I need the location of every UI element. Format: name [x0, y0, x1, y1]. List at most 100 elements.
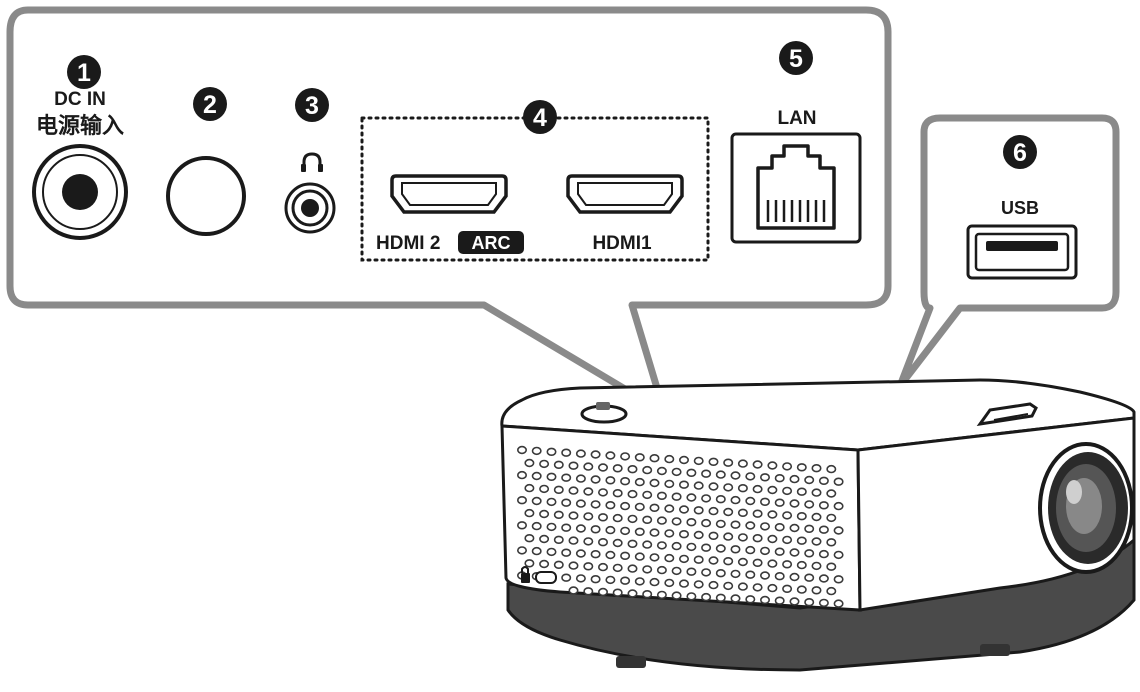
projector-top-button-knob — [596, 402, 610, 410]
vent-hole — [715, 593, 726, 602]
vent-hole — [553, 535, 564, 544]
vent-hole — [539, 534, 550, 544]
projector-foot-left — [616, 656, 646, 668]
vent-hole — [612, 588, 623, 597]
vent-hole — [649, 553, 660, 562]
dc-in-port-hole — [62, 174, 98, 210]
vent-hole — [796, 585, 807, 594]
dc-in-label: DC IN — [54, 89, 106, 110]
vent-hole — [774, 571, 785, 581]
projector-illustration — [500, 378, 1136, 672]
vent-hole — [627, 514, 638, 524]
vent-hole — [789, 572, 800, 582]
hdmi2-port-inner — [401, 182, 497, 206]
vent-hole — [774, 547, 785, 556]
vent-hole — [686, 468, 697, 477]
vent-hole — [708, 531, 719, 540]
usb-port-tongue — [986, 241, 1058, 251]
vent-hole — [575, 449, 586, 458]
vent-hole — [686, 567, 697, 576]
vent-hole — [634, 502, 645, 512]
hdmi2-port — [390, 174, 508, 214]
vent-hole — [737, 459, 748, 468]
vent-hole — [708, 580, 719, 590]
vent-hole — [642, 515, 653, 524]
vent-hole — [811, 586, 822, 595]
vent-hole — [737, 582, 748, 591]
headphone-jack-hole — [301, 199, 319, 217]
vent-hole — [767, 485, 778, 495]
vent-hole — [686, 493, 697, 502]
vent-hole — [737, 508, 748, 517]
vent-hole — [833, 550, 844, 560]
vent-hole — [656, 565, 667, 575]
vent-hole — [642, 490, 653, 500]
vent-hole — [715, 544, 726, 553]
vent-hole — [745, 521, 756, 530]
vent-hole — [664, 578, 675, 588]
vent-hole — [561, 573, 572, 582]
vent-hole — [539, 484, 550, 494]
vent-hole — [782, 535, 793, 545]
vent-hole — [605, 476, 616, 485]
vent-hole — [833, 526, 844, 535]
vent-hole — [634, 552, 645, 561]
vent-hole — [553, 460, 564, 469]
vent-hole — [782, 560, 793, 569]
vent-hole — [516, 496, 527, 505]
vent-hole — [708, 556, 719, 565]
vent-hole — [804, 549, 815, 558]
vent-hole — [782, 511, 793, 520]
vent-hole — [693, 481, 704, 490]
vent-hole — [516, 546, 527, 555]
vent-hole — [730, 520, 741, 529]
vent-hole — [656, 590, 667, 600]
vent-hole — [597, 488, 608, 497]
vent-hole — [715, 470, 726, 479]
vent-hole — [568, 561, 579, 570]
vent-hole — [752, 460, 763, 469]
vent-hole — [531, 471, 542, 481]
vent-hole — [752, 509, 763, 518]
vent-hole — [583, 537, 594, 546]
vent-hole — [605, 451, 616, 460]
vent-hole — [826, 489, 837, 498]
vent-hole — [664, 529, 675, 538]
vent-hole — [818, 598, 829, 608]
vent-hole — [546, 497, 557, 507]
vent-hole — [767, 559, 778, 568]
vent-hole — [612, 563, 623, 573]
vent-hole — [553, 560, 564, 569]
vent-hole — [833, 501, 844, 511]
vent-hole — [818, 501, 829, 510]
vent-hole — [730, 495, 741, 505]
vent-hole — [826, 586, 837, 596]
vent-hole — [811, 512, 822, 522]
vent-hole — [568, 536, 579, 545]
vent-hole — [656, 466, 667, 476]
hdmi1-port-inner — [577, 182, 673, 206]
vent-hole — [745, 472, 756, 481]
vent-hole — [620, 576, 631, 585]
vent-hole — [664, 553, 675, 563]
lan-pins — [766, 200, 826, 222]
projector-top — [500, 378, 1136, 452]
vent-hole — [826, 464, 837, 474]
vent-hole — [686, 592, 697, 601]
callout-usb: 6 USB — [966, 135, 1078, 280]
vent-hole — [620, 477, 631, 486]
hdmi1-label: HDMI1 — [592, 233, 652, 254]
vent-hole — [767, 583, 778, 593]
vent-hole — [561, 498, 572, 507]
vent-hole — [745, 595, 756, 604]
vent-hole — [759, 522, 770, 531]
vent-hole — [701, 543, 712, 552]
vent-hole — [553, 510, 564, 519]
vent-hole — [524, 483, 535, 493]
vent-hole — [752, 533, 763, 543]
vent-hole — [634, 527, 645, 536]
vent-hole — [789, 474, 800, 484]
arc-badge-text: ARC — [472, 233, 511, 253]
vent-hole — [752, 558, 763, 567]
vent-hole — [693, 456, 704, 466]
